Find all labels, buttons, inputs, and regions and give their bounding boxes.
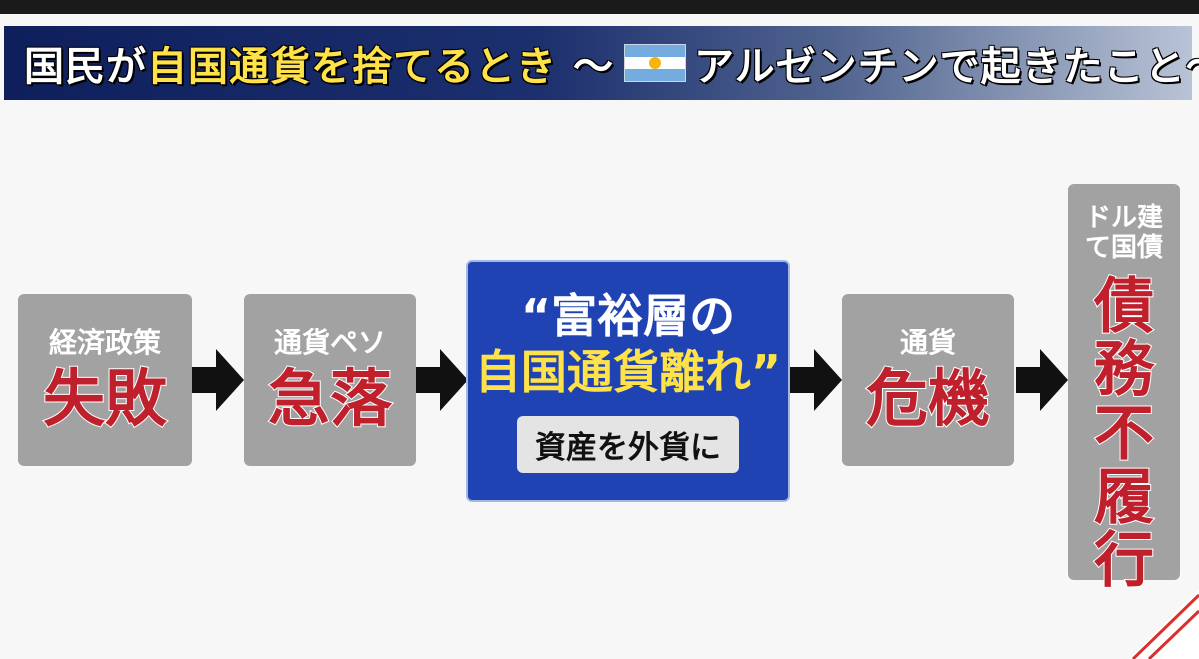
corner-decoration (1129, 589, 1199, 659)
step2-value: 急落 (267, 362, 393, 435)
step-box-wealthy-flight: “富裕層の 自国通貨離れ” 資産を外貨に (466, 260, 790, 502)
step5-label: ドル建て国債 (1084, 203, 1163, 263)
step3-line2: 自国通貨離れ” (474, 344, 782, 399)
title-tilde: 〜 (573, 44, 614, 90)
step5-value: 債務不履行 (1093, 271, 1155, 597)
right-arrow-icon (192, 349, 244, 411)
argentina-flag-icon (624, 44, 686, 82)
title-part3: アルゼンチンで起きたこと〜 (694, 44, 1199, 90)
title-highlight: 自国通貨を捨てるとき (147, 44, 557, 90)
step1-label: 経済政策 (48, 325, 161, 359)
step-box-peso: 通貨ペソ 急落 (244, 294, 416, 466)
step4-label: 通貨 (899, 325, 956, 359)
step4-value: 危機 (865, 362, 991, 435)
right-arrow-icon (1016, 349, 1068, 411)
step3-note-badge: 資産を外貨に (517, 415, 739, 473)
step-box-policy: 経済政策 失敗 (18, 294, 192, 466)
step-box-currency-crisis: 通貨 危機 (842, 294, 1014, 466)
right-arrow-icon (790, 349, 842, 411)
title-part1: 国民が (24, 44, 147, 90)
step2-label: 通貨ペソ (273, 325, 386, 359)
title-banner: 国民が 自国通貨を捨てるとき 〜 アルゼンチンで起きたこと〜 (4, 26, 1199, 100)
right-arrow-icon (416, 349, 468, 411)
step-box-default: ドル建て国債 債務不履行 (1068, 184, 1180, 594)
step1-value: 失敗 (42, 362, 168, 435)
step3-line1: “富裕層の (520, 289, 736, 344)
